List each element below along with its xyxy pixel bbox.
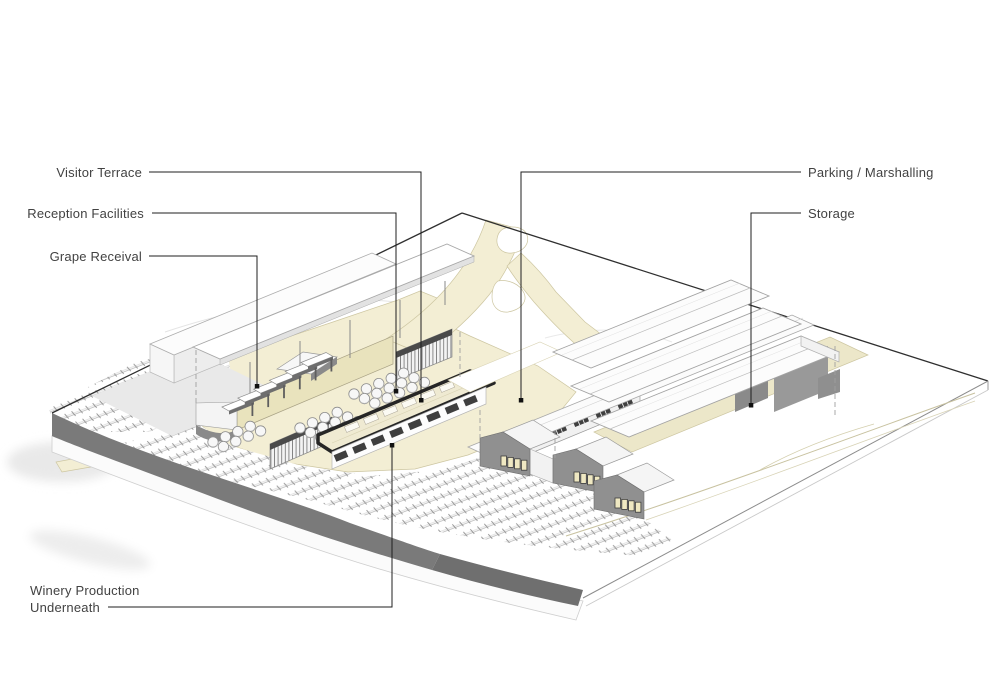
road-island-2 bbox=[491, 280, 526, 313]
leader-storage bbox=[750, 212, 801, 405]
leader-lines bbox=[108, 171, 801, 608]
receival-ramps bbox=[221, 352, 334, 416]
label-winery-production: Winery Production Underneath bbox=[30, 582, 140, 616]
road-branch-east bbox=[506, 252, 607, 354]
label-parking-marshalling: Parking / Marshalling bbox=[808, 165, 934, 180]
leader-winery-production bbox=[108, 445, 393, 608]
receival-canopy bbox=[191, 243, 476, 398]
storage-sheds bbox=[551, 279, 841, 438]
label-reception-facilities: Reception Facilities bbox=[27, 206, 144, 221]
storage-complex bbox=[466, 279, 841, 520]
grape-receival-building bbox=[191, 243, 476, 442]
label-visitor-terrace: Visitor Terrace bbox=[56, 165, 142, 180]
label-winery-production-line2: Underneath bbox=[30, 600, 100, 615]
label-storage: Storage bbox=[808, 206, 855, 221]
winery-production bbox=[207, 328, 496, 470]
label-grape-receival: Grape Receival bbox=[49, 249, 142, 264]
leader-reception-facilities bbox=[152, 212, 397, 391]
road-island-1 bbox=[496, 226, 529, 254]
hidden-edges bbox=[195, 332, 836, 458]
label-winery-production-line1: Winery Production bbox=[30, 583, 140, 598]
leader-parking-marshalling bbox=[520, 171, 801, 400]
leader-visitor-terrace bbox=[149, 171, 422, 400]
production-hall-wall bbox=[331, 386, 487, 470]
perimeter-road bbox=[565, 392, 976, 537]
gable-sheds bbox=[479, 419, 675, 520]
leader-grape-receival bbox=[149, 255, 258, 386]
